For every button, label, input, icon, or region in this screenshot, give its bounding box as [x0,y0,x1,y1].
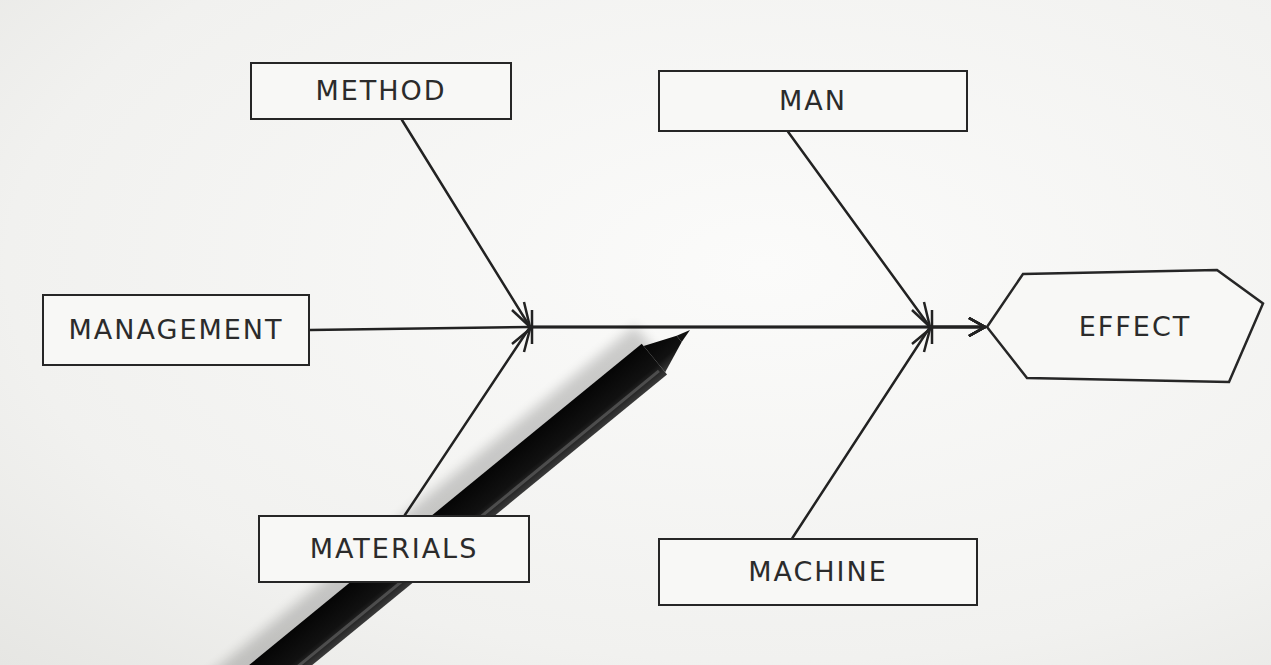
fishbone-connector [792,327,985,538]
cause-box: MAN [658,70,968,132]
node-label: METHOD [315,76,446,106]
pen-shadow [93,326,663,665]
cause-box: METHOD [250,62,512,120]
cause-box: MANAGEMENT [42,294,310,366]
node-label: MAN [779,86,847,116]
node-label: MANAGEMENT [69,315,284,345]
node-label: MACHINE [748,557,888,587]
node-label: MATERIALS [310,534,479,564]
fishbone-connector [402,120,985,327]
cause-box: MACHINE [658,538,978,606]
effect-head: EFFECT [985,268,1265,386]
node-label: EFFECT [1079,312,1192,342]
cause-box: MATERIALS [258,515,530,583]
pen-highlight [125,371,659,665]
hexagon-shape [987,270,1263,382]
pen-barrel [100,344,667,665]
fishbone-connector [788,132,985,327]
